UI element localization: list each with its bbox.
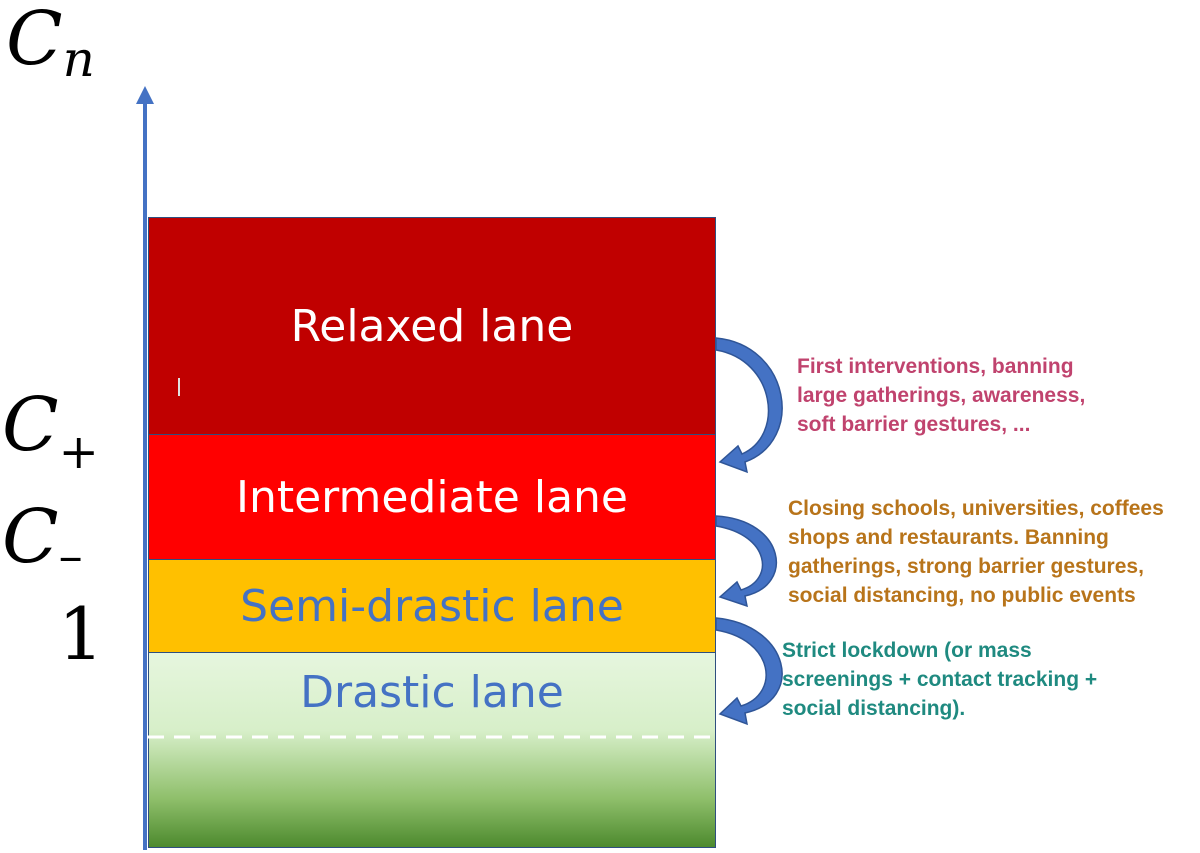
upper-threshold-label: C+ xyxy=(2,388,99,476)
lower-threshold-subscript: – xyxy=(58,528,83,584)
y-axis-symbol: C xyxy=(6,0,63,82)
arrow-intermediate-to-semi-drastic xyxy=(715,515,778,608)
relaxed-lane-label: Relaxed lane xyxy=(290,300,574,352)
intermediate-lane-label: Intermediate lane xyxy=(235,471,628,523)
y-axis-subscript: n xyxy=(62,30,95,88)
y-axis-arrowhead xyxy=(136,86,154,104)
upper-threshold-subscript: + xyxy=(58,424,99,480)
intermediate-lane: Intermediate lane xyxy=(148,435,716,560)
drastic-lane: Drastic lane xyxy=(148,653,716,848)
relaxed-lane: Relaxed lane xyxy=(148,217,716,435)
arrow-relaxed-to-intermediate xyxy=(715,337,783,474)
semi-drastic-lane-label: Semi-drastic lane xyxy=(240,580,624,632)
lower-threshold-label: C– xyxy=(2,500,83,580)
semi-drastic-transition-note: Strict lockdown (or mass screenings + co… xyxy=(782,639,1098,720)
y-axis-label: Cn xyxy=(6,2,95,84)
intermediate-transition-note: Closing schools, universities, coffees s… xyxy=(788,497,1164,607)
relaxed-transition-note: First interventions, banning large gathe… xyxy=(797,355,1086,436)
semi-drastic-lane: Semi-drastic lane xyxy=(148,560,716,653)
drastic-lane-label: Drastic lane xyxy=(300,667,564,718)
lower-threshold-symbol: C xyxy=(2,494,59,580)
arrow-semi-drastic-to-drastic xyxy=(715,617,783,726)
upper-threshold-symbol: C xyxy=(2,382,59,468)
lower-value-label: 1 xyxy=(58,592,104,676)
